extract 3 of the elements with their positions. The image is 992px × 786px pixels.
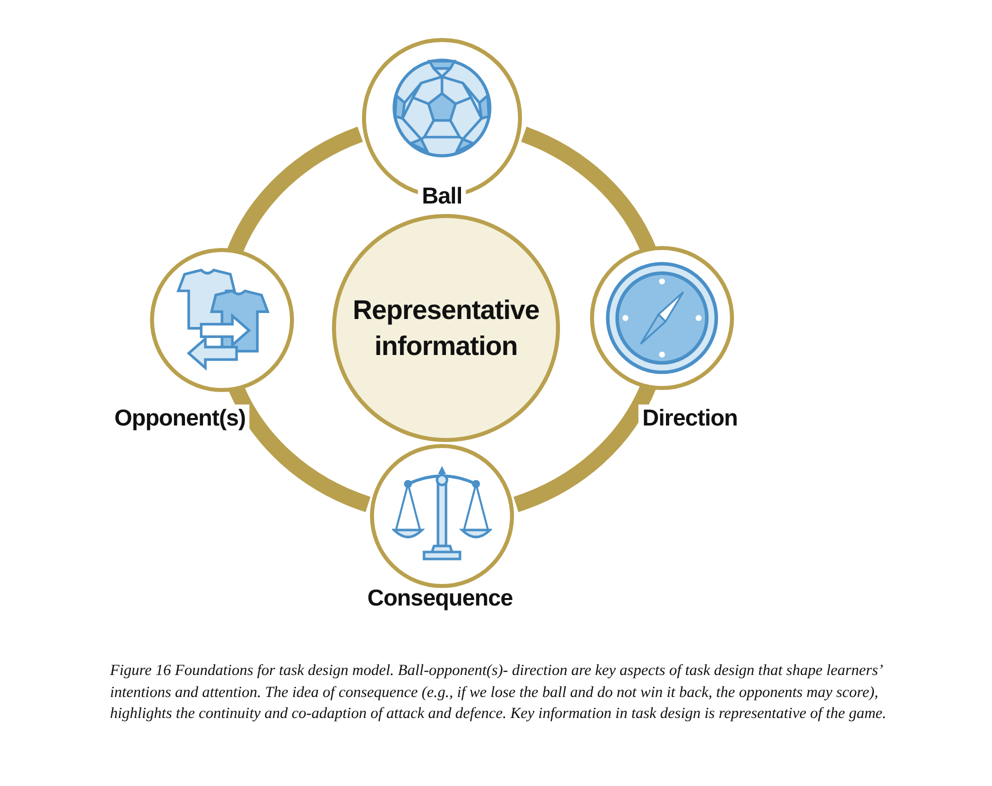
center-label: Representative information: [352, 294, 540, 363]
figure-caption: Figure 16 Foundations for task design model. Ball-opponent(s)- direction are key aspects of task design that shape learners’ intentions and attention. The idea of consequence (e.g., if we lose the ball and do not win it back, the opponents may score), highlights the continuity and co-adaption of attack and defence. Key information in task design is representative of the game.: [110, 661, 888, 724]
node-label: Consequence: [366, 584, 514, 612]
